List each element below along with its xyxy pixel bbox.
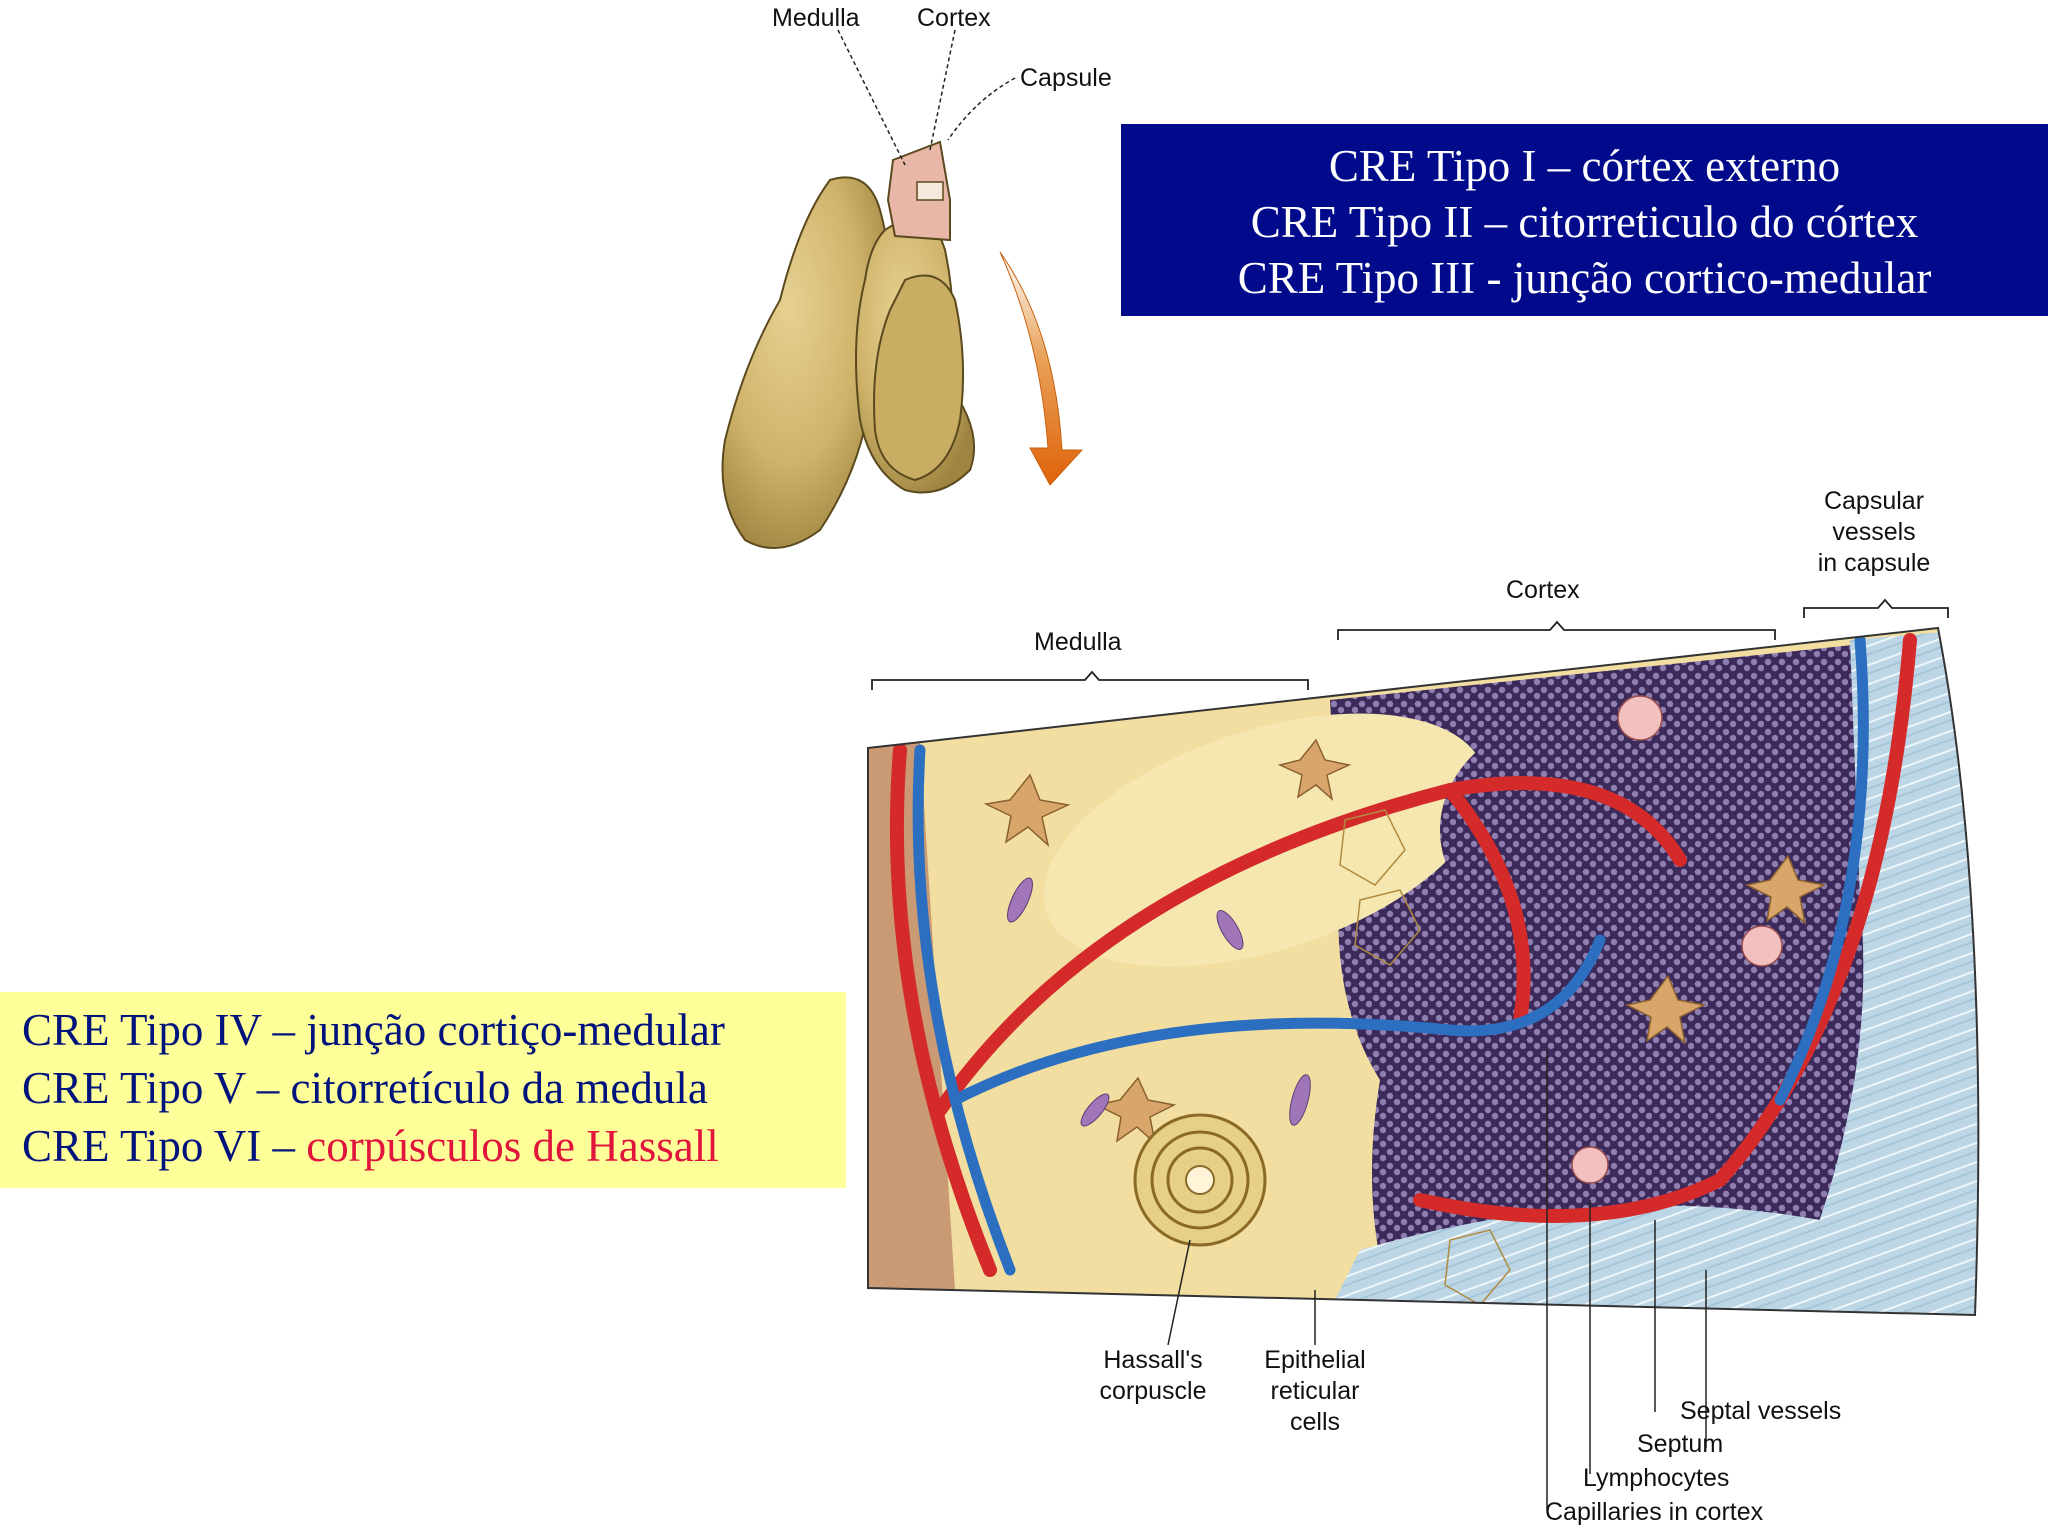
- capsular-vessels-label: Capsular vessels in capsule: [1817, 487, 1931, 577]
- cre-type-2-text: CRE Tipo II – citorreticulo do córtex: [1250, 197, 1919, 247]
- cre-types-medulla-box: CRE Tipo IV – junção cortiço-medular CRE…: [0, 992, 846, 1188]
- cre-type-1-text: CRE Tipo I – córtex externo: [1328, 141, 1841, 191]
- organ-capsule-label: Capsule: [1020, 64, 1112, 92]
- hassall-corpuscles-highlight: corpúsculos de Hassall: [306, 1121, 719, 1171]
- lymphocytes-label: Lymphocytes: [1583, 1464, 1730, 1492]
- septal-vessels-label: Septal vessels: [1680, 1397, 1842, 1425]
- section-brackets: [871, 598, 1949, 690]
- organ-medulla-label: Medulla: [772, 4, 860, 32]
- organ-leader-lines: [837, 29, 1016, 166]
- cre-type-6-prefix: CRE Tipo VI –: [22, 1121, 307, 1171]
- epithelial-reticular-cells-label: Epithelial reticular cells: [1264, 1346, 1366, 1436]
- cre-types-cortex-box: CRE Tipo I – córtex externo CRE Tipo II …: [1121, 124, 2048, 316]
- cre-type-3-text: CRE Tipo III - junção cortico-medular: [1237, 253, 1932, 303]
- hassalls-corpuscle-label: Hassall's corpuscle: [1099, 1346, 1207, 1405]
- organ-cortex-label: Cortex: [917, 4, 991, 32]
- section-leader-lines: [1167, 1050, 1707, 1510]
- cre-type-6-text: CRE Tipo VI – corpúsculos de Hassall: [22, 1117, 719, 1175]
- thymus-section: [868, 628, 1979, 1315]
- septum-label: Septum: [1637, 1430, 1724, 1458]
- hassalls-corpuscle-drawing: [1133, 1113, 1267, 1247]
- cre-type-5-text: CRE Tipo V – citorretículo da medula: [22, 1063, 708, 1113]
- cre-type-4-text: CRE Tipo IV – junção cortiço-medular: [22, 1005, 725, 1055]
- section-medulla-label: Medulla: [1034, 628, 1122, 656]
- zoom-arrow: [999, 251, 1084, 486]
- section-cortex-label: Cortex: [1506, 576, 1580, 604]
- capillaries-in-cortex-label: Capillaries in cortex: [1545, 1498, 1764, 1526]
- thymus-organ: [721, 140, 976, 549]
